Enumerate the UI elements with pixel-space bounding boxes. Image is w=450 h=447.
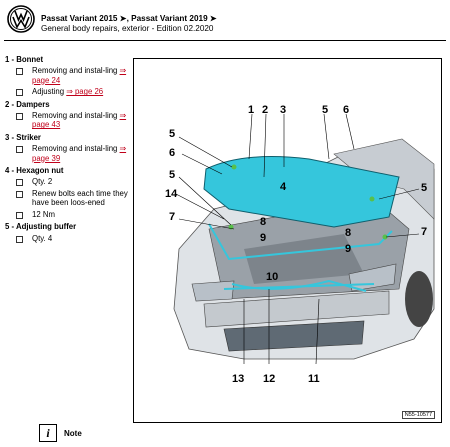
- page-link[interactable]: ⇒ page 43: [32, 111, 127, 130]
- legend-section-title: 5 - Adjusting buffer: [5, 222, 77, 232]
- callout-label: 7: [421, 226, 427, 238]
- car-illustration: [173, 113, 435, 365]
- callout-label: 13: [232, 373, 244, 385]
- callout-label: 5: [322, 104, 328, 116]
- page-link[interactable]: ⇒ page 24: [32, 66, 127, 85]
- component-legend: 1 - Bonnet Removing and instal-ling ⇒ pa…: [5, 55, 130, 243]
- callout-label: 11: [308, 373, 320, 385]
- checkbox-bullet-icon: [16, 179, 23, 187]
- callout-label: 9: [260, 232, 266, 244]
- callout-label: 8: [260, 216, 266, 228]
- legend-item: Renew bolts each time they have been loo…: [5, 189, 130, 208]
- callout-label: 8: [345, 227, 351, 239]
- legend-item: Qty. 4: [5, 234, 130, 243]
- callout-label: 6: [169, 147, 175, 159]
- callout-label: 7: [169, 211, 175, 223]
- header-title: Passat Variant 2015 ➤, Passat Variant 20…: [41, 14, 217, 23]
- figure-id: N55-10577: [401, 411, 435, 419]
- legend-item: Qty. 2: [5, 177, 130, 187]
- header-subtitle: General body repairs, exterior - Edition…: [41, 24, 214, 33]
- legend-item: 12 Nm: [5, 210, 130, 219]
- callout-label: 5: [421, 182, 427, 194]
- info-icon: i: [39, 424, 57, 442]
- callout-label: 5: [169, 128, 175, 140]
- callout-label: 9: [345, 243, 351, 255]
- legend-item: Adjusting ⇒ page 26: [5, 87, 130, 97]
- callout-label: 6: [343, 104, 349, 116]
- callout-label: 1: [248, 104, 254, 116]
- legend-section-title: 2 - Dampers: [5, 99, 50, 109]
- callout-label: 5: [169, 169, 175, 181]
- checkbox-bullet-icon: [16, 89, 23, 97]
- legend-item: Removing and instal-ling ⇒ page 39: [5, 144, 130, 163]
- note-label: Note: [64, 429, 82, 438]
- legend-item: Removing and instal-ling ⇒ page 24: [5, 66, 130, 85]
- callout-label: 2: [262, 104, 268, 116]
- legend-section-title: 3 - Striker: [5, 132, 41, 142]
- checkbox-bullet-icon: [16, 190, 23, 198]
- callout-label: 10: [266, 271, 278, 283]
- callout-label: 12: [263, 373, 275, 385]
- page-link[interactable]: ⇒ page 39: [32, 144, 127, 163]
- legend-section-title: 4 - Hexagon nut: [5, 166, 64, 176]
- checkbox-bullet-icon: [16, 211, 23, 219]
- callout-label: 14: [165, 188, 178, 200]
- legend-item: Removing and instal-ling ⇒ page 43: [5, 111, 130, 130]
- bonnet-exploded-figure: 1 2 3 5 6 5 6 5 14 7 4 5 8 9 8 7 9 10 13…: [133, 58, 442, 423]
- callout-label: 4: [280, 181, 287, 193]
- page-link[interactable]: ⇒ page 26: [66, 87, 104, 97]
- checkbox-bullet-icon: [16, 235, 23, 243]
- callout-label: 3: [280, 104, 286, 116]
- vw-logo: [7, 5, 35, 33]
- checkbox-bullet-icon: [16, 113, 23, 121]
- checkbox-bullet-icon: [16, 146, 23, 154]
- figure-callouts: 1 2 3 5 6 5 6 5 14 7 4 5 8 9 8 7 9 10 13…: [165, 104, 427, 385]
- header-divider: [4, 40, 446, 41]
- legend-section-title: 1 - Bonnet: [5, 55, 44, 64]
- checkbox-bullet-icon: [16, 68, 23, 76]
